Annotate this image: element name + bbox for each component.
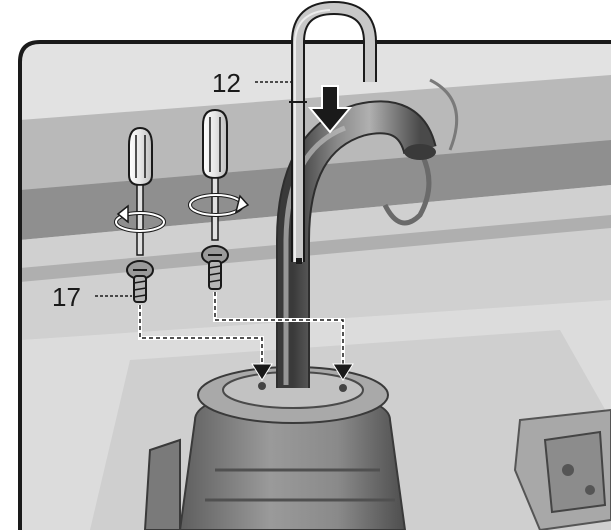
rotate-arrow-icon <box>188 193 250 217</box>
screw-guide-lines-dash <box>139 292 344 365</box>
down-arrow-icon <box>251 363 273 381</box>
pump-housing <box>143 366 407 530</box>
screwdriver-icon <box>128 126 153 256</box>
screwdriver-icon <box>202 108 228 241</box>
scene-frame <box>18 40 611 530</box>
callout-label-12: 12 <box>212 68 241 98</box>
hose-part-12 <box>289 0 377 264</box>
down-arrow-icon <box>332 363 354 381</box>
scene <box>20 42 611 530</box>
motor-bracket <box>513 408 611 530</box>
down-arrow-icon <box>307 85 353 134</box>
screw-icon <box>201 245 229 290</box>
rotate-arrow-icon <box>114 204 166 233</box>
screw-icon <box>126 260 154 303</box>
callout-label-17: 17 <box>52 282 81 312</box>
